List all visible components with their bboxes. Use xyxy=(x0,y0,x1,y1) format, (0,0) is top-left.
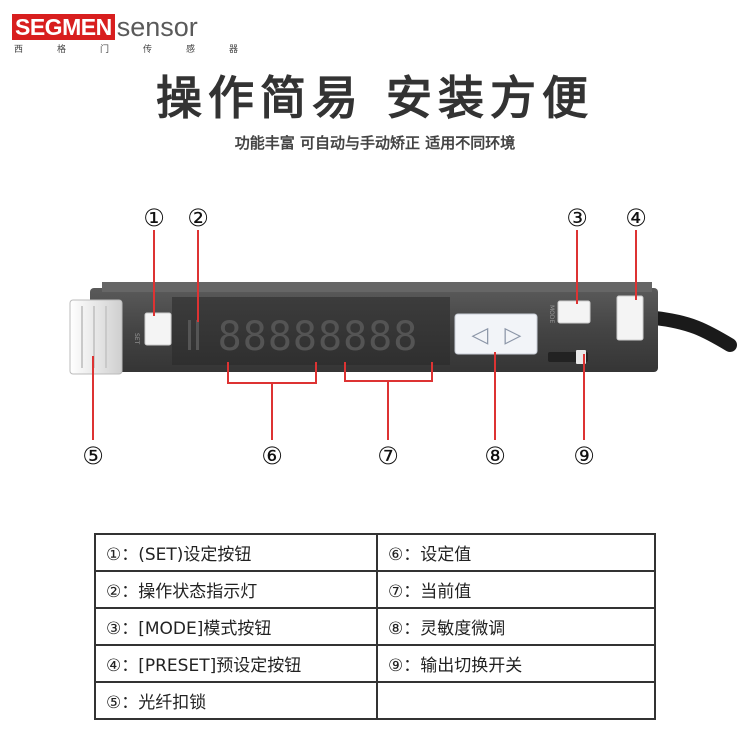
body-top-rim xyxy=(102,282,652,292)
brand-logo: SEGMEN sensor 西 格 门 传 感 器 xyxy=(12,12,238,55)
clip-body xyxy=(69,299,123,375)
fiber-cable xyxy=(648,311,737,352)
callout-4: ④ xyxy=(625,204,647,232)
callout-6: ⑥ xyxy=(261,442,283,470)
logo-subtitle: 西格门传感器 xyxy=(12,42,238,55)
legend-table: ①：(SET)设定按钮 ⑥：设定值 ②：操作状态指示灯 ⑦：当前值 ③：[MOD… xyxy=(94,533,656,720)
headline: 操作简易 安装方便 xyxy=(155,71,594,125)
table-cell xyxy=(376,681,656,720)
logo-brand-box: SEGMEN xyxy=(12,14,115,40)
callout-8: ⑧ xyxy=(484,442,506,470)
logo-sub-char: 传 xyxy=(143,45,153,55)
fiber-lock-clip[interactable] xyxy=(69,299,123,375)
table-cell: ④：[PRESET]预设定按钮 xyxy=(94,644,378,683)
callout-5: ⑤ xyxy=(82,442,104,470)
table-cell: ⑧：灵敏度微调 xyxy=(376,607,656,646)
left-arrow-icon: ◁ xyxy=(472,323,489,348)
table-row: ③：[MODE]模式按钮 ⑧：灵敏度微调 xyxy=(94,607,656,646)
logo-brand-rest: sensor xyxy=(116,12,198,42)
table-row: ①：(SET)设定按钮 ⑥：设定值 xyxy=(94,533,656,572)
table-row: ⑤：光纤扣锁 xyxy=(94,681,656,720)
display-panel xyxy=(172,297,450,365)
callout-numbers: ① ② ③ ④ ⑤ ⑥ ⑦ ⑧ ⑨ xyxy=(82,204,647,470)
table-cell: ③：[MODE]模式按钮 xyxy=(94,607,378,646)
logo-sub-char: 器 xyxy=(229,45,239,55)
leader-lines xyxy=(92,230,637,440)
table-cell: ①：(SET)设定按钮 xyxy=(94,533,378,572)
logo-sub-char: 感 xyxy=(186,45,196,55)
seven-segment-display: 88888888 xyxy=(218,314,419,360)
set-button[interactable] xyxy=(144,312,172,346)
status-indicator-light xyxy=(188,320,191,350)
adjust-pad xyxy=(454,313,538,355)
logo-sub-char: 西 xyxy=(14,45,24,55)
callout-2: ② xyxy=(187,204,209,232)
callout-3: ③ xyxy=(566,204,588,232)
callout-9: ⑨ xyxy=(573,442,595,470)
table-row: ④：[PRESET]预设定按钮 ⑨：输出切换开关 xyxy=(94,644,656,683)
table-cell: ⑦：当前值 xyxy=(376,570,656,609)
callout-1: ① xyxy=(143,204,165,232)
set-label: SET xyxy=(133,333,140,345)
logo-wordmark: SEGMEN sensor xyxy=(12,12,229,42)
table-cell: ⑥：设定值 xyxy=(376,533,656,572)
sensitivity-adjust-button[interactable]: ◁ ▷ xyxy=(454,313,538,355)
logo-sub-char: 门 xyxy=(100,45,110,55)
table-cell: ②：操作状态指示灯 xyxy=(94,570,378,609)
table-cell: ⑨：输出切换开关 xyxy=(376,644,656,683)
mode-label: MODE xyxy=(548,305,555,324)
logo-sub-char: 格 xyxy=(57,45,67,55)
callout-7: ⑦ xyxy=(377,442,399,470)
table-row: ②：操作状态指示灯 ⑦：当前值 xyxy=(94,570,656,609)
table-cell: ⑤：光纤扣锁 xyxy=(94,681,378,720)
status-indicator-light xyxy=(196,320,199,350)
right-arrow-icon: ▷ xyxy=(505,323,522,348)
mode-button[interactable] xyxy=(557,300,591,324)
subheadline: 功能丰富 可自动与手动矫正 适用不同环境 xyxy=(234,134,516,152)
preset-button[interactable] xyxy=(616,295,644,341)
